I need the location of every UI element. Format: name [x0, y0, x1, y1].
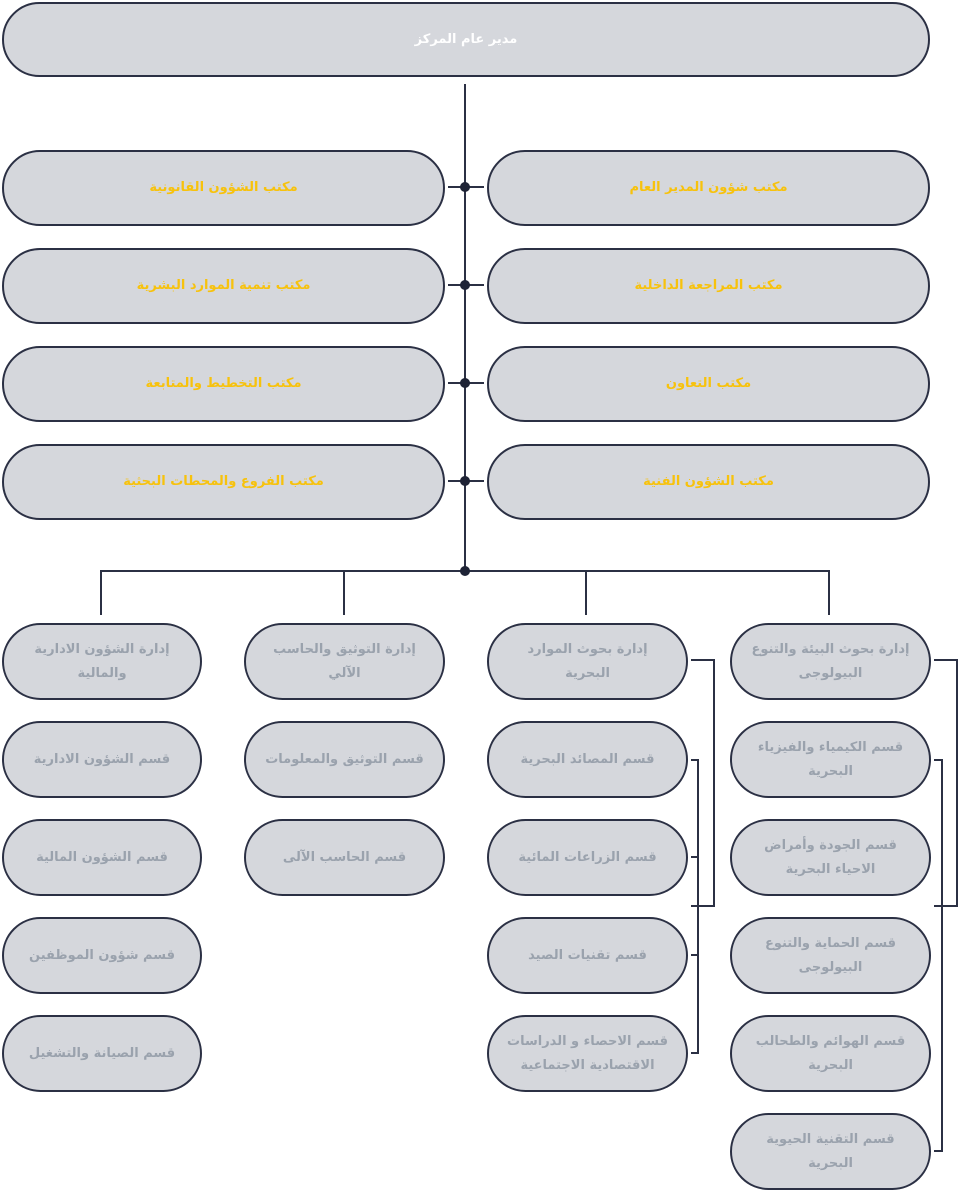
- department-node[interactable]: إدارة بحوث البيئة والتنوع البيولوجى: [730, 623, 931, 700]
- office-node[interactable]: مكتب المراجعة الداخلية: [487, 248, 930, 324]
- section-node[interactable]: قسم الشؤون الادارية: [2, 721, 202, 798]
- office-node[interactable]: مكتب التخطيط والمتابعة: [2, 346, 445, 422]
- office-node[interactable]: مكتب التعاون: [487, 346, 930, 422]
- section-node[interactable]: قسم الحاسب الآلى: [244, 819, 445, 896]
- office-node[interactable]: مكتب الشؤون القانونية: [2, 150, 445, 226]
- section-node[interactable]: قسم الشؤون المالية: [2, 819, 202, 896]
- section-node[interactable]: قسم الحماية والتنوع البيولوجى: [730, 917, 931, 994]
- section-node[interactable]: قسم الزراعات المائية: [487, 819, 688, 896]
- director-node[interactable]: مدير عام المركز: [2, 2, 930, 77]
- connector-dot: [460, 566, 470, 576]
- department-node[interactable]: إدارة بحوث الموارد البحرية: [487, 623, 688, 700]
- department-node[interactable]: إدارة الشؤون الادارية والمالية: [2, 623, 202, 700]
- office-node[interactable]: مكتب الشؤون الفنية: [487, 444, 930, 520]
- section-node[interactable]: قسم الهوائم والطحالب البحرية: [730, 1015, 931, 1092]
- office-node[interactable]: مكتب شؤون المدير العام: [487, 150, 930, 226]
- connector-dot: [460, 182, 470, 192]
- connector-dot: [460, 280, 470, 290]
- section-node[interactable]: قسم الاحصاء و الدراسات الاقتصادية الاجتم…: [487, 1015, 688, 1092]
- section-node[interactable]: قسم المصائد البحرية: [487, 721, 688, 798]
- department-node[interactable]: إدارة التوثيق والحاسب الآلي: [244, 623, 445, 700]
- office-node[interactable]: مكتب الفروع والمحطات البحثية: [2, 444, 445, 520]
- section-node[interactable]: قسم تقنيات الصيد: [487, 917, 688, 994]
- section-node[interactable]: قسم الكيمياء والفيزياء البحرية: [730, 721, 931, 798]
- connector-dot: [460, 476, 470, 486]
- connector-dot: [460, 378, 470, 388]
- section-node[interactable]: قسم الجودة وأمراض الاحياء البحرية: [730, 819, 931, 896]
- section-node[interactable]: قسم شؤون الموظفين: [2, 917, 202, 994]
- section-node[interactable]: قسم التوثيق والمعلومات: [244, 721, 445, 798]
- section-node[interactable]: قسم الصيانة والتشغيل: [2, 1015, 202, 1092]
- office-node[interactable]: مكتب تنمية الموارد البشرية: [2, 248, 445, 324]
- section-node[interactable]: قسم التقنية الحيوية البحرية: [730, 1113, 931, 1190]
